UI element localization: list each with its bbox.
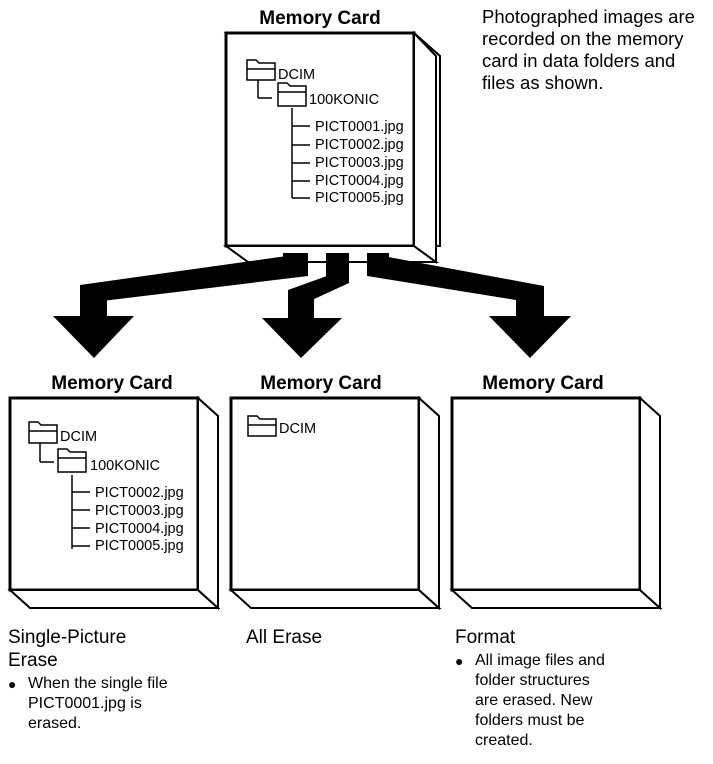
top-card-title: Memory Card — [259, 8, 380, 29]
top-file-label: PICT0002.jpg — [315, 137, 404, 153]
all-erase-heading: All Erase — [246, 627, 323, 648]
single-subfolder-label: 100KONIC — [90, 458, 160, 474]
top-file-label: PICT0003.jpg — [315, 155, 404, 171]
folder-icon — [57, 448, 87, 473]
all-erase-folder-label: DCIM — [279, 421, 316, 437]
top-folder-label: DCIM — [278, 67, 315, 83]
format-bullets: All image files and folder structures ar… — [455, 651, 685, 751]
single-memory-card — [7, 395, 221, 611]
folder-icon — [247, 415, 277, 437]
single-erase-bullets: When the single file PICT0001.jpg is era… — [8, 674, 228, 734]
top-subfolder-label: 100KONIC — [309, 92, 379, 108]
single-file-label: PICT0002.jpg — [95, 485, 184, 501]
top-file-label: PICT0001.jpg — [315, 119, 404, 135]
all-erase-card-title: Memory Card — [260, 373, 381, 394]
folder-icon — [246, 59, 276, 81]
top-file-label: PICT0004.jpg — [315, 173, 404, 189]
arrow-to-all-erase — [262, 253, 349, 358]
all-erase-caption: All Erase — [246, 626, 426, 649]
folder-icon — [277, 82, 307, 107]
arrow-to-format — [367, 253, 571, 358]
single-erase-caption: Single-Picture Erase When the single fil… — [8, 626, 228, 734]
single-file-label: PICT0005.jpg — [95, 538, 184, 554]
format-card-title: Memory Card — [482, 373, 603, 394]
format-bullet: All image files and folder structures ar… — [455, 651, 685, 751]
folder-icon — [28, 421, 58, 444]
single-file-label: PICT0003.jpg — [95, 503, 184, 519]
format-heading: Format — [455, 627, 516, 648]
single-folder-label: DCIM — [60, 429, 97, 445]
intro-text: Photographed images are recorded on the … — [482, 6, 695, 93]
top-tree-lines — [257, 79, 310, 199]
single-erase-bullet: When the single file PICT0001.jpg is era… — [8, 674, 228, 734]
format-caption: Format All image files and folder struct… — [455, 626, 685, 751]
format-memory-card — [449, 395, 663, 611]
single-erase-heading: Single-Picture Erase — [8, 627, 127, 671]
top-file-label: PICT0005.jpg — [315, 190, 404, 206]
single-file-label: PICT0004.jpg — [95, 521, 184, 537]
single-tree-lines — [39, 443, 90, 549]
single-card-title: Memory Card — [51, 373, 172, 394]
all-erase-memory-card — [228, 395, 442, 611]
arrow-to-single-erase — [53, 253, 308, 358]
